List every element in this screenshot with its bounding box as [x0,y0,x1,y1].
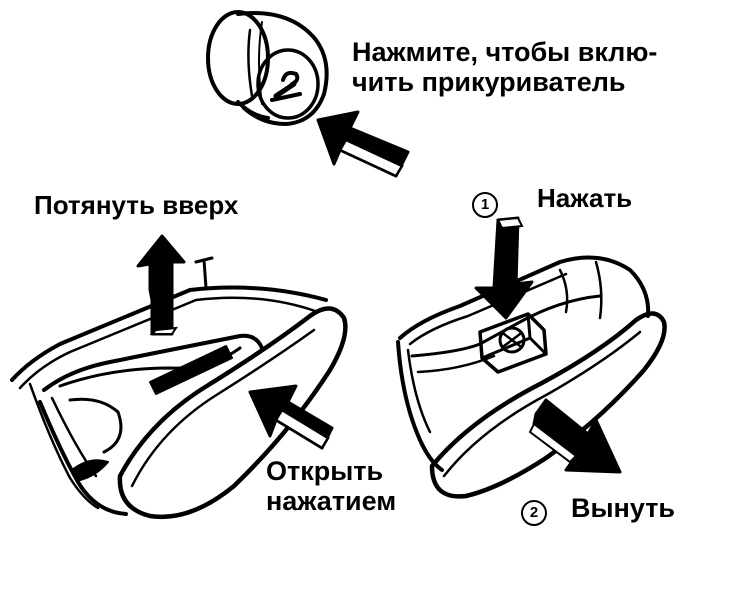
step-two-badge: 2 [521,500,547,526]
open-by-pressing-label: Открыть нажатием [266,456,397,516]
cigarette-lighter-illustration [206,10,329,126]
pull-up-arrow [136,234,186,336]
ashtray-remove-illustration [396,255,667,499]
pull-up-label: Потянуть вверх [34,190,239,220]
lighter-instruction-line2: чить прикуриватель [352,66,626,97]
press-down-arrow [474,216,534,320]
remove-label: Вынуть [571,493,676,523]
press-to-open-arrow [248,384,334,450]
step-one-badge: 1 [472,192,498,218]
open-label-line1: Открыть [266,456,384,486]
push-lighter-arrow [316,110,410,178]
lighter-instruction-label: Нажмите, чтобы вклю- чить прикуриватель [352,37,658,97]
ashtray-open-illustration [10,256,348,520]
remove-arrow [528,398,622,474]
press-label: Нажать [537,183,633,213]
open-label-line2: нажатием [266,485,397,516]
lighter-instruction-line1: Нажмите, чтобы вклю- [352,37,658,67]
